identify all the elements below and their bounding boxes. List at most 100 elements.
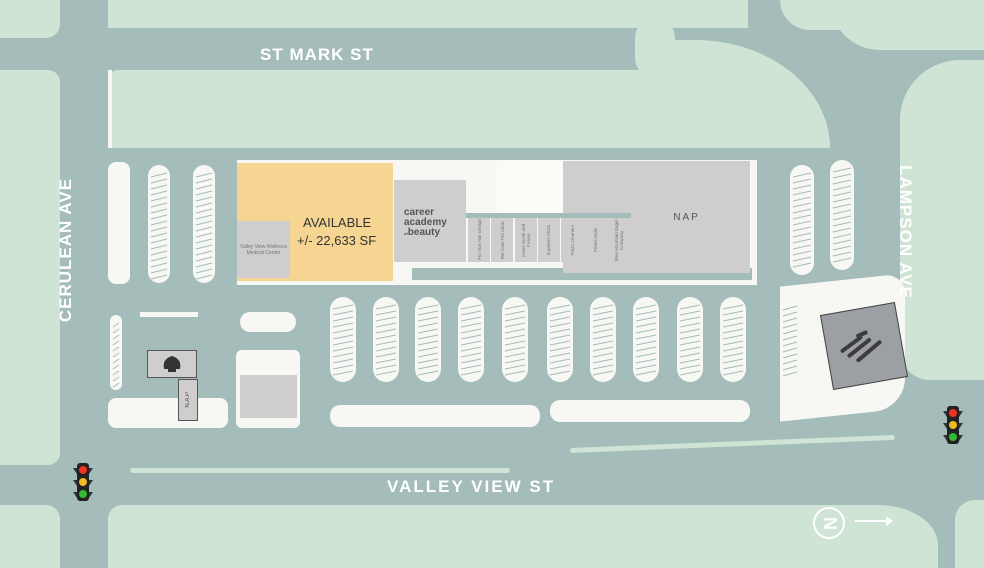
- tenant-label: Valley View Wellness Medical Center: [240, 243, 287, 256]
- parking-stripe: [635, 322, 657, 328]
- parking-stripe: [150, 202, 168, 208]
- bank-logo-icon: [840, 330, 882, 363]
- parking-stripe: [332, 304, 354, 310]
- parking-stripe: [112, 364, 120, 370]
- parking-stripe: [150, 226, 168, 232]
- parking-stripe: [504, 364, 526, 370]
- green-area: [108, 505, 938, 568]
- parking-stripe: [332, 328, 354, 334]
- parking-stripe: [679, 340, 701, 346]
- parking-stripe: [417, 304, 439, 310]
- parking-stripe: [782, 305, 798, 311]
- street-valley-view: VALLEY VIEW ST: [387, 477, 556, 496]
- curb-strip: [330, 405, 540, 427]
- parking-stripe: [635, 346, 657, 352]
- green-area: [830, 0, 984, 50]
- tenant-strip-shop[interactable]: Kome Sushi and Fusion: [514, 218, 537, 262]
- tenant-career-academy[interactable]: career academy ofbeauty: [394, 180, 466, 262]
- parking-stripe: [460, 322, 482, 328]
- parking-stripe: [375, 304, 397, 310]
- tenant-valley-view-wellness[interactable]: Valley View Wellness Medical Center: [237, 221, 290, 278]
- tenant-strip-shop[interactable]: Blue Mountain Bagel Company: [607, 218, 630, 262]
- parking-stripe: [792, 190, 812, 196]
- street-lampson: LAMPSON AVE: [895, 165, 915, 299]
- parking-stripe: [150, 232, 168, 238]
- parking-stripe: [195, 202, 213, 208]
- parking-stripe: [832, 173, 852, 179]
- parking-stripe: [635, 304, 657, 310]
- parking-stripe: [635, 364, 657, 370]
- pad-label: N.A.P: [185, 392, 191, 408]
- parking-stripe: [112, 322, 120, 328]
- parking-stripe: [417, 352, 439, 358]
- green-area: [0, 70, 60, 465]
- parking-stripe: [417, 340, 439, 346]
- parking-stripe: [150, 268, 168, 274]
- parking-stripe: [195, 232, 213, 238]
- parking-stripe: [150, 214, 168, 220]
- parking-stripe: [417, 310, 439, 316]
- parking-stripe: [722, 364, 744, 370]
- parking-stripe: [504, 340, 526, 346]
- tenant-strip-shop[interactable]: Supreme Pizza: [537, 218, 560, 262]
- parking-stripe: [832, 167, 852, 173]
- street-cerulean: CERULEAN AVE: [56, 177, 76, 323]
- parking-stripe: [504, 370, 526, 376]
- parking-stripe: [195, 262, 213, 268]
- tenant-strip-shop[interactable]: Plaza Cleaners: [561, 218, 584, 262]
- parking-stripe: [722, 328, 744, 334]
- parking-stripe: [635, 328, 657, 334]
- parking-stripe: [792, 172, 812, 178]
- parking-stripe: [460, 304, 482, 310]
- parking-stripe: [375, 322, 397, 328]
- curb: [108, 70, 112, 148]
- gas-station[interactable]: [147, 350, 197, 378]
- parking-stripe: [679, 352, 701, 358]
- tenant-nap-pad[interactable]: N.A.P: [178, 379, 198, 421]
- parking-stripe: [375, 334, 397, 340]
- tenant-strip-shop[interactable]: Pearls Nails: [584, 218, 607, 262]
- parking-stripe: [679, 304, 701, 310]
- parking-stripe: [504, 316, 526, 322]
- parking-stripe: [417, 316, 439, 322]
- parking-island: [502, 297, 528, 382]
- parking-island: [830, 160, 854, 270]
- parking-stripe: [195, 256, 213, 262]
- parking-stripe: [832, 209, 852, 215]
- parking-stripe: [592, 352, 614, 358]
- parking-stripe: [195, 196, 213, 202]
- parking-stripe: [832, 251, 852, 257]
- parking-island: [633, 297, 659, 382]
- parking-stripe: [460, 346, 482, 352]
- tenant-label: Blue Mountain Bagel Company: [613, 219, 624, 261]
- parking-stripe: [150, 184, 168, 190]
- parking-stripe: [112, 358, 120, 364]
- parking-stripe: [782, 371, 798, 377]
- parking-stripe: [792, 238, 812, 244]
- green-area: [955, 500, 984, 568]
- parking-stripe: [375, 352, 397, 358]
- bank-building[interactable]: [819, 301, 909, 391]
- curb-strip: [108, 398, 228, 428]
- tenant-strip-shop[interactable]: Pro Star Hair Design: [468, 218, 490, 262]
- north-compass-icon: N: [813, 507, 845, 539]
- parking-stripe: [722, 316, 744, 322]
- parking-stripe: [722, 352, 744, 358]
- parking-stripe: [112, 370, 120, 376]
- parking-stripe: [782, 341, 798, 347]
- parking-stripe: [150, 256, 168, 262]
- parking-stripe: [832, 257, 852, 263]
- parking-stripe: [150, 274, 168, 280]
- parking-stripe: [460, 328, 482, 334]
- parking-island: [458, 297, 484, 382]
- pad-building[interactable]: [240, 375, 297, 418]
- parking-stripe: [375, 316, 397, 322]
- tenant-strip-shop[interactable]: We Care Pet Clinic: [491, 218, 514, 262]
- shop-base: [466, 213, 631, 218]
- parking-island: [780, 298, 800, 383]
- north-arrow-icon: [855, 520, 891, 522]
- parking-stripe: [460, 364, 482, 370]
- tenant-label: Kome Sushi and Fusion: [520, 223, 531, 257]
- parking-stripe: [195, 238, 213, 244]
